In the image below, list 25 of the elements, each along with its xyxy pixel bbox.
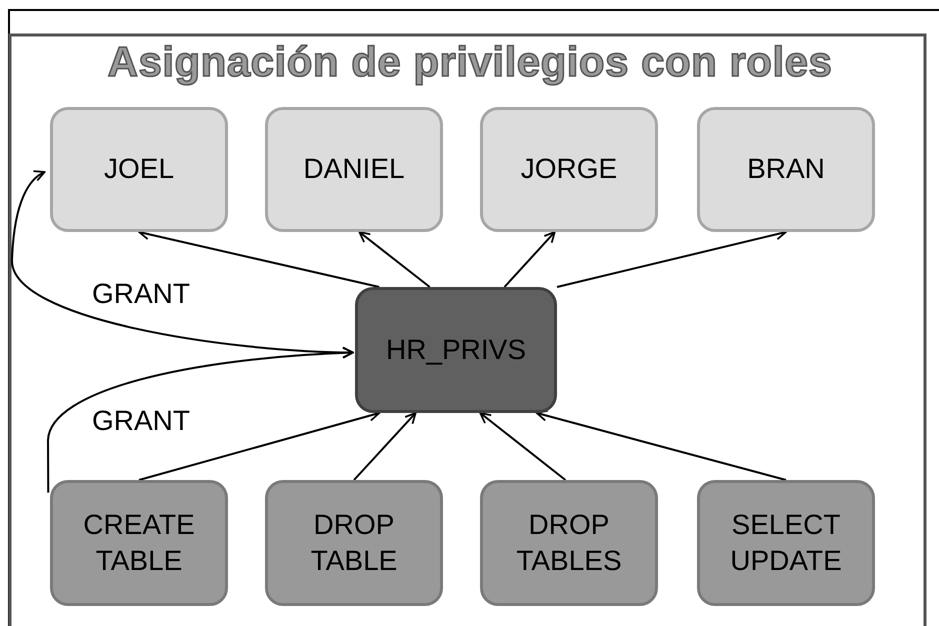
role-box xyxy=(355,287,557,413)
user-box xyxy=(50,107,228,232)
node-label: JOEL xyxy=(102,152,176,186)
arrow xyxy=(47,347,354,493)
node-label: JORGE xyxy=(520,152,618,186)
node-label: DROP TABLE xyxy=(310,508,398,578)
arrow xyxy=(358,231,430,288)
node-label: BRAN xyxy=(746,152,826,186)
node-label: HR_PRIVS xyxy=(384,332,528,367)
user-box xyxy=(480,107,658,232)
privilege-box xyxy=(697,480,875,606)
node-label: DROP TABLES xyxy=(515,508,623,578)
privilege-box xyxy=(50,480,228,606)
arrow xyxy=(536,410,786,481)
arrow xyxy=(353,412,416,481)
privilege-box xyxy=(265,480,443,606)
node-label: CREATE TABLE xyxy=(82,508,196,578)
privilege-box xyxy=(480,480,658,606)
user-box xyxy=(697,107,875,232)
node-label: SELECT UPDATE xyxy=(729,508,843,578)
arrow xyxy=(479,412,566,481)
node-label: DANIEL xyxy=(302,152,406,186)
arrow xyxy=(504,231,556,288)
title: Asignación de privilegios con roles xyxy=(106,38,834,86)
user-box xyxy=(265,107,443,232)
